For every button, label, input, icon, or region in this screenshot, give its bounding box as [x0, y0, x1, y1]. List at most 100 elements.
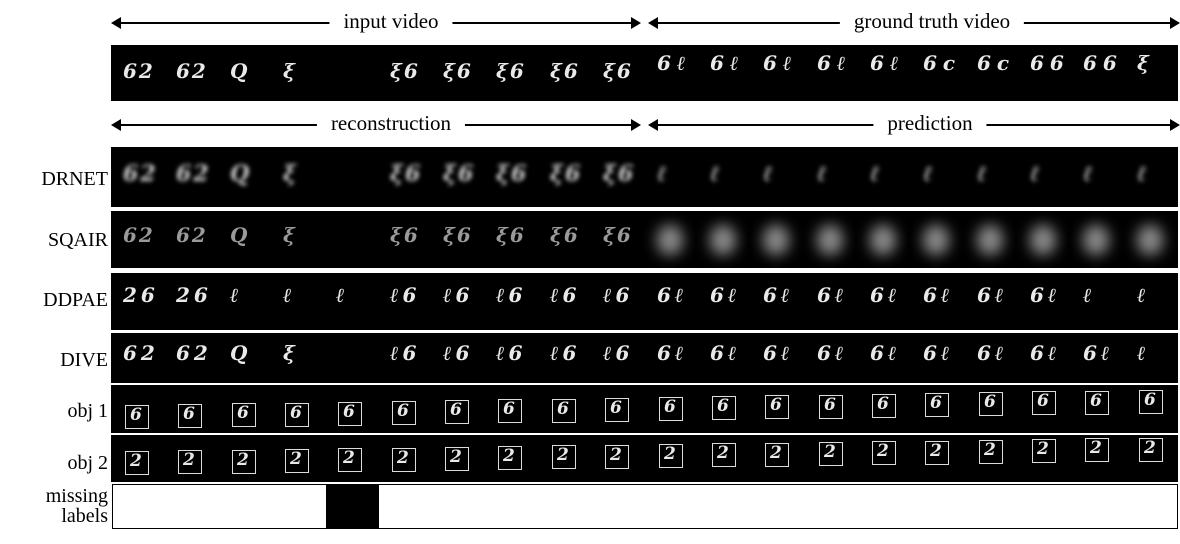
ddpae-frame: 6ℓ	[870, 283, 901, 307]
ddpae-frame: ℓ6	[550, 283, 581, 307]
object-bounding-box: 2	[1139, 437, 1163, 462]
object-bounding-box: 6	[1139, 389, 1163, 414]
object-bounding-box: 2	[232, 449, 256, 474]
object-bounding-box: 6	[819, 394, 843, 419]
object-bounding-box: 2	[872, 441, 896, 466]
object-glyph: 6	[664, 397, 676, 417]
object-glyph: 2	[1144, 437, 1156, 458]
right-arrowhead-icon	[631, 119, 641, 131]
sqair-prediction-blob	[817, 225, 843, 255]
object-bounding-box: 2	[605, 444, 629, 469]
object-bounding-box: 2	[125, 451, 149, 475]
missing-label-line1: missing	[45, 485, 108, 507]
sqair-prediction-blob	[763, 225, 789, 255]
object-bounding-box: 6	[872, 393, 896, 418]
ddpae-frame: ℓ6	[603, 283, 634, 307]
gt-future-frame: 66	[1083, 51, 1123, 75]
dive-frame: ℓ6	[550, 341, 581, 365]
object-bounding-box: 2	[1085, 438, 1109, 463]
object-glyph: 6	[930, 393, 942, 413]
object-bounding-box: 2	[659, 444, 683, 468]
ddpae-frame: 6ℓ	[710, 283, 741, 307]
ground-truth-header: ground truth video	[648, 8, 1180, 36]
ddpae-frame: ℓ6	[390, 283, 421, 307]
drnet-frame: ℓ	[657, 161, 669, 187]
dive-frame: 6ℓ	[923, 341, 954, 365]
object-bounding-box: 6	[392, 401, 416, 425]
object-bounding-box: 6	[338, 401, 362, 426]
sqair-frame: 62	[123, 223, 155, 247]
dive-frame: 6ℓ	[763, 341, 794, 365]
gt-future-frame: 6c	[923, 51, 962, 75]
object-bounding-box: 6	[659, 397, 683, 421]
right-arrowhead-icon	[1170, 119, 1180, 131]
drnet-frame: ℓ	[1083, 161, 1095, 187]
sqair-frame: 62	[176, 223, 208, 247]
object-glyph: 2	[1037, 439, 1049, 460]
object-bounding-box: 6	[125, 405, 149, 429]
object-glyph: 2	[503, 446, 515, 467]
object-bounding-box: 2	[445, 446, 469, 471]
object-glyph: 2	[877, 441, 889, 462]
object-glyph: 6	[183, 404, 195, 425]
mid-header: reconstruction prediction	[111, 110, 1180, 138]
object-glyph: 6	[610, 397, 622, 418]
gt-future-frame: 6ℓ	[870, 51, 905, 75]
drnet-frame: 62	[176, 161, 211, 187]
ddpae-frame: 6ℓ	[817, 283, 848, 307]
gt-input-frame: ξ6	[496, 59, 526, 83]
object-glyph: 2	[290, 448, 302, 469]
missing-label-line2: labels	[61, 505, 108, 527]
row-label-ddpae: DDPAE	[43, 289, 108, 311]
drnet-frame: ξ6	[496, 161, 529, 187]
object-glyph: 6	[717, 396, 729, 417]
drnet-frame: ℓ	[977, 161, 989, 187]
missing-frame-block	[326, 485, 379, 528]
drnet-frame: ℓ	[817, 161, 829, 187]
object-glyph: 6	[503, 399, 515, 420]
dive-frame: ℓ	[1137, 341, 1150, 365]
object-glyph: 6	[397, 401, 409, 421]
dive-frame: 62	[176, 341, 212, 365]
object-glyph: 2	[1090, 438, 1102, 459]
object-glyph: 2	[610, 444, 622, 465]
drnet-frame: 62	[123, 161, 158, 187]
dive-frame: 6ℓ	[977, 341, 1008, 365]
sqair-frame: ξ	[283, 223, 297, 247]
ddpae-frame: ℓ	[336, 283, 349, 307]
object-glyph: 6	[130, 405, 142, 425]
object-glyph: 2	[984, 439, 996, 460]
gt-input-frame: ξ6	[443, 59, 473, 83]
input-video-header: input video	[111, 8, 641, 36]
gt-input-frame: ξ6	[390, 59, 420, 83]
ddpae-frame: ℓ	[1083, 283, 1096, 307]
gt-input-frame: ξ6	[603, 59, 633, 83]
object-glyph: 6	[1037, 391, 1049, 412]
right-arrowhead-icon	[1170, 17, 1180, 29]
sqair-prediction-blob	[870, 225, 896, 255]
object-bounding-box: 6	[232, 403, 256, 428]
object-glyph: 6	[450, 400, 462, 421]
gt-future-frame: 66	[1030, 51, 1070, 75]
object-bounding-box: 6	[445, 400, 469, 425]
object-bounding-box: 6	[712, 396, 736, 421]
object-glyph: 2	[717, 443, 729, 464]
sqair-prediction-blob	[977, 225, 1003, 255]
dive-frame: ℓ6	[390, 341, 421, 365]
object-glyph: 6	[1144, 389, 1156, 410]
row-label-obj2: obj 2	[67, 452, 108, 474]
sqair-prediction-blob	[923, 225, 949, 255]
object-glyph: 6	[984, 392, 996, 413]
object-bounding-box: 2	[552, 445, 576, 470]
gt-future-frame: 6c	[977, 51, 1016, 75]
gt-input-frame: 62	[123, 59, 155, 83]
ddpae-frame: 6ℓ	[1030, 283, 1061, 307]
dive-frame: Q	[230, 341, 252, 365]
gt-future-frame: ξ	[1137, 51, 1155, 75]
gt-input-frame: ξ6	[550, 59, 580, 83]
drnet-frame: ℓ	[870, 161, 882, 187]
object-bounding-box: 2	[1032, 439, 1056, 464]
